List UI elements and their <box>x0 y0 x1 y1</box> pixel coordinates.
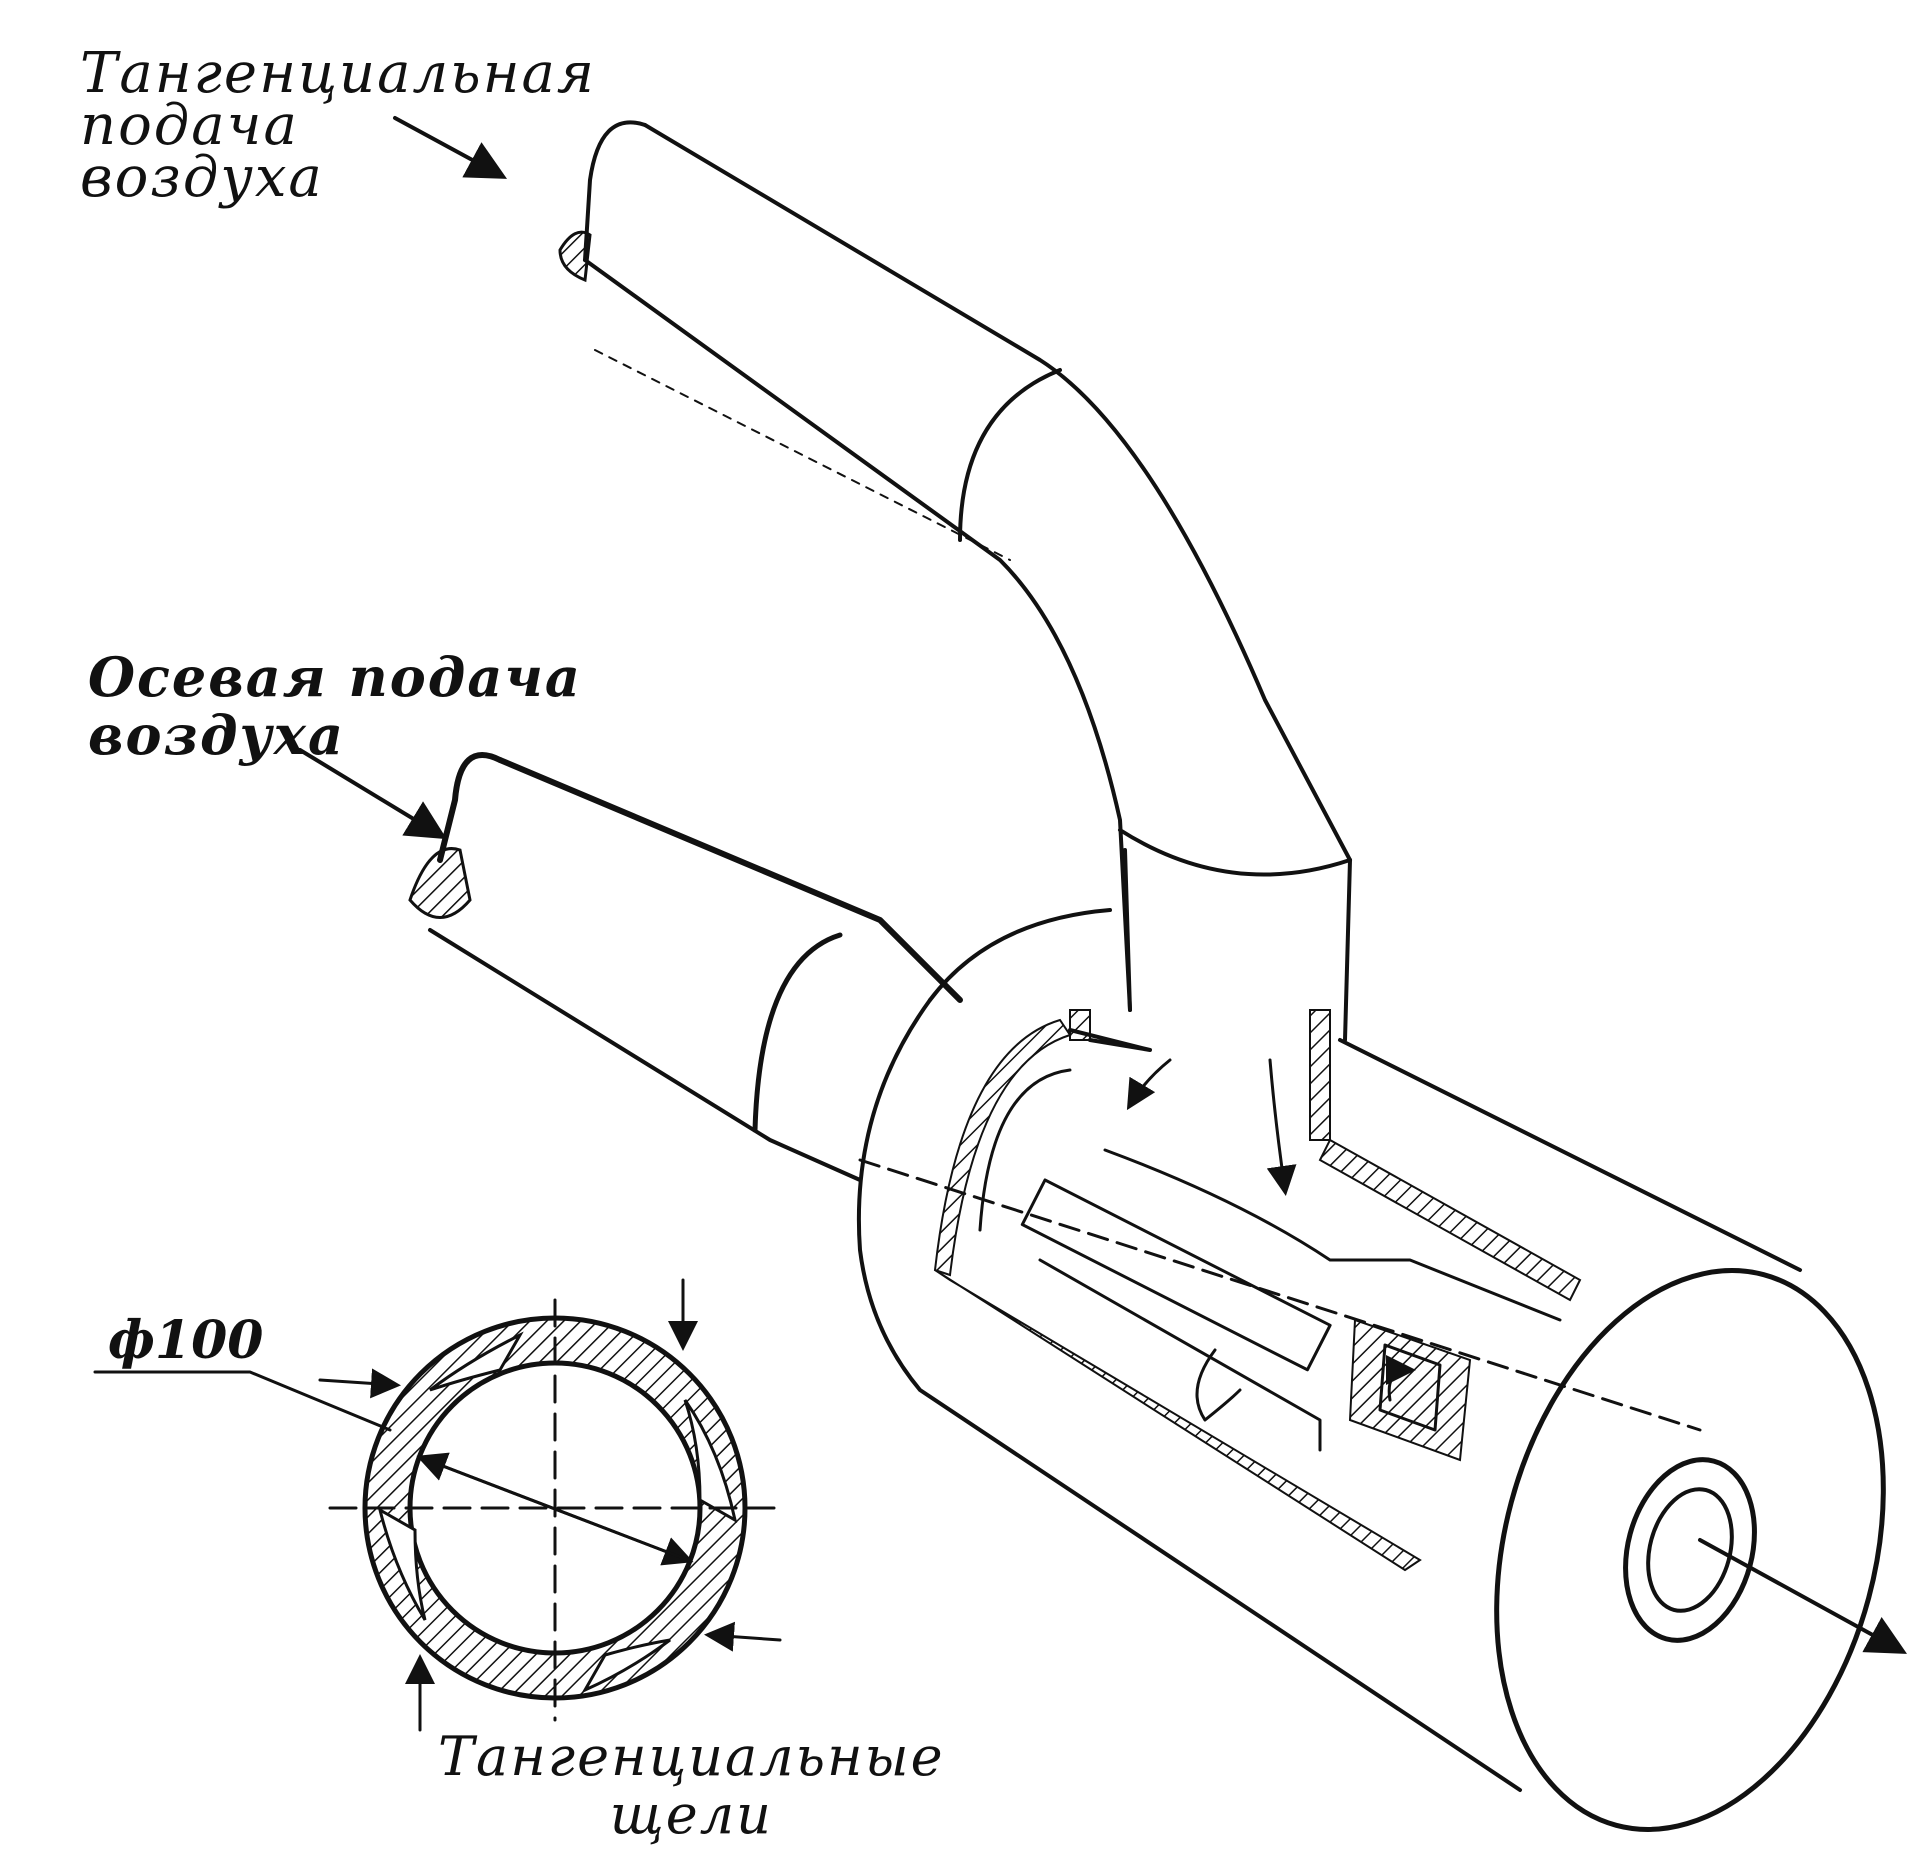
cutaway-interior <box>858 1009 1908 1654</box>
axial-supply-line-2: воздуха <box>88 703 345 767</box>
tangential-slots-line-2: щели <box>609 1783 773 1846</box>
axial-supply-label: Осевая подача воздуха <box>88 648 582 764</box>
diameter-label: ф100 <box>108 1310 264 1371</box>
leader-arrows <box>298 116 508 840</box>
tangential-slots-line-1: Тангенциальные <box>438 1725 945 1788</box>
cross-section-detail <box>93 1278 782 1732</box>
tangential-supply-line-2: подача <box>80 93 299 158</box>
tangential-supply-line-1: Тангенциальная <box>80 41 596 106</box>
tangential-slots-label: Тангенциальные щели <box>438 1728 945 1844</box>
tangential-supply-label: Тангенциальная подача воздуха <box>80 41 596 210</box>
burner-cylinder <box>856 908 1886 1832</box>
tangential-supply-line-3: воздуха <box>80 145 324 210</box>
axial-supply-pipe <box>408 752 963 1182</box>
axial-supply-line-1: Осевая подача <box>88 645 582 709</box>
tangential-supply-pipe <box>558 120 1352 1042</box>
